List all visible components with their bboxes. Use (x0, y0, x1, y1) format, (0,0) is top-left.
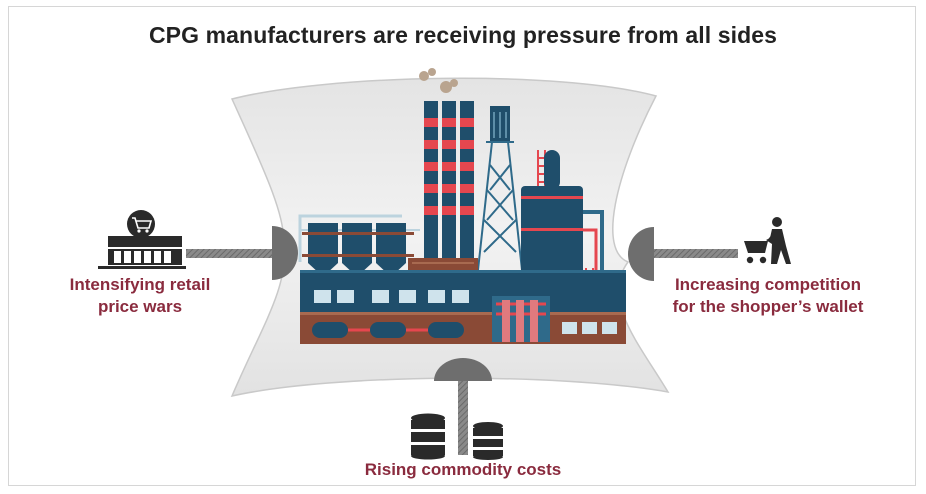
bottom-pressure-plunger (434, 358, 492, 455)
chimney (460, 101, 474, 260)
label-line: Increasing competition (674, 275, 862, 294)
lattice-tower (477, 106, 523, 271)
silo (376, 223, 406, 274)
right-pressure-plunger (628, 227, 738, 281)
label-line: Rising commodity costs (364, 460, 562, 479)
shopper-cart-icon (744, 217, 791, 264)
label-commodity-costs: Rising commodity costs (300, 459, 626, 481)
tanker (312, 322, 464, 338)
factory-windows (562, 322, 617, 334)
diagram-title: CPG manufacturers are receiving pressure… (148, 22, 778, 48)
left-pressure-plunger (186, 226, 298, 280)
label-line: for the shopper’s wallet (672, 297, 864, 316)
oil-barrels-icon (411, 413, 503, 460)
store-cart-icon (98, 210, 186, 269)
label-line: Intensifying retail (69, 275, 211, 294)
chimney (442, 101, 456, 260)
pipe-structure (492, 296, 550, 342)
chimney (424, 101, 438, 260)
storage-tank (521, 150, 583, 276)
silo (308, 223, 338, 274)
label-retail-price-wars: Intensifying retail price wars (40, 274, 240, 318)
factory-illustration (300, 68, 626, 344)
label-line: price wars (97, 297, 183, 316)
silo (342, 223, 372, 274)
factory-windows (314, 290, 469, 303)
label-shopper-competition: Increasing competition for the shopper’s… (643, 274, 893, 318)
